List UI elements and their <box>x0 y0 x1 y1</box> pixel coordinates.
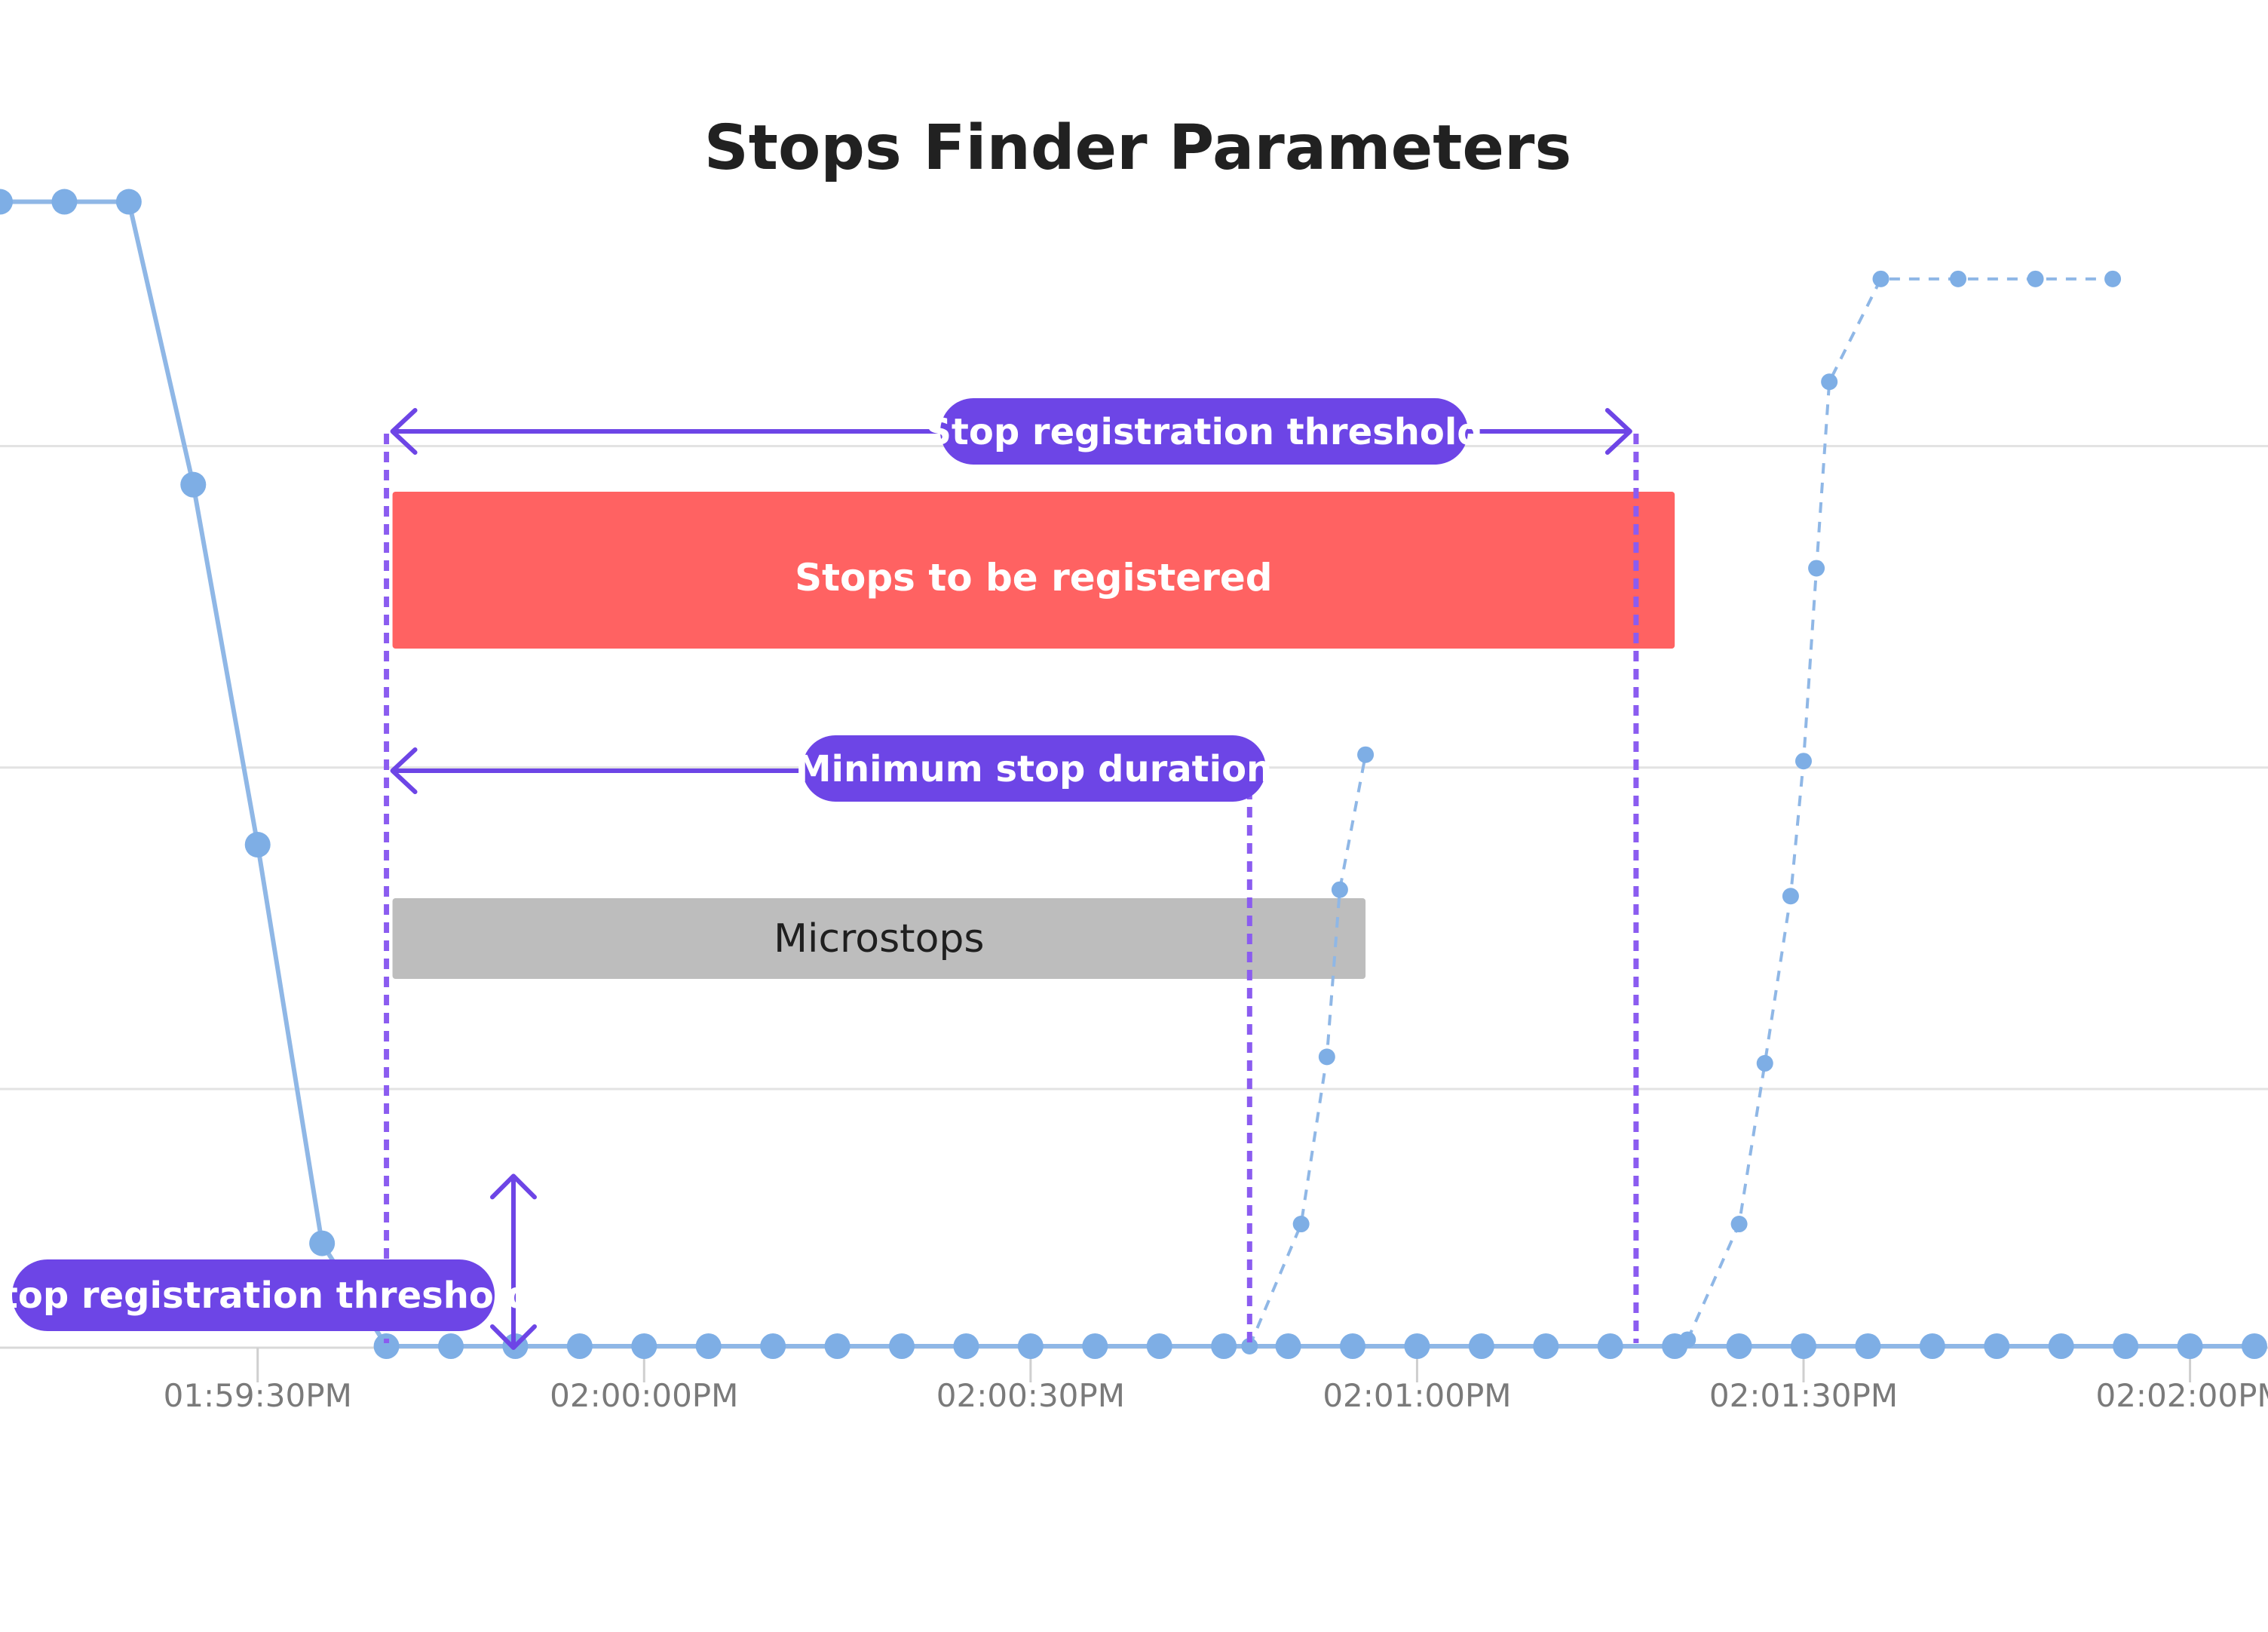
data-point <box>1782 888 1799 905</box>
data-point <box>1679 1331 1696 1348</box>
data-point <box>2027 270 2044 287</box>
data-point <box>115 189 142 215</box>
series-line-2 <box>1248 754 1368 1347</box>
data-point <box>1211 1333 1237 1359</box>
data-point <box>2242 1333 2267 1359</box>
data-point <box>373 1333 400 1359</box>
data-point <box>2113 1333 2139 1359</box>
minimum-stop-arrow-head-left <box>390 747 418 794</box>
data-point <box>1340 1333 1365 1359</box>
minimum-stop-label: Minimum stop duration <box>795 748 1272 790</box>
data-point <box>1726 1333 1752 1359</box>
x-axis: 01:59:30PM 02:00:00PM 02:00:30PM 02:01:00PM… <box>0 1346 2268 1414</box>
stop-threshold-label: Stop registration threshold <box>925 411 1482 453</box>
data-point <box>309 1230 336 1256</box>
data-point <box>1950 270 1967 287</box>
data-point <box>1756 1054 1773 1072</box>
data-point <box>1791 1333 1816 1359</box>
level-threshold-pill <box>12 1259 495 1331</box>
data-point <box>1795 753 1812 770</box>
x-tick-label: 02:01:30PM <box>1709 1377 1898 1414</box>
data-point <box>953 1333 979 1359</box>
chart-title: Stops Finder Parameters <box>704 112 1572 184</box>
data-point <box>180 471 207 498</box>
stops-band-label: Stops to be registered <box>795 556 1272 600</box>
data-point <box>1082 1333 1108 1359</box>
stop-threshold-annotation: Stop registration threshold <box>925 398 1483 465</box>
data-point <box>1468 1333 1494 1359</box>
data-point <box>1808 560 1825 577</box>
data-point <box>0 189 13 215</box>
data-point <box>2177 1333 2203 1359</box>
x-tick-label: 02:00:30PM <box>936 1377 1125 1414</box>
data-point <box>438 1333 464 1359</box>
data-point <box>1872 270 1889 287</box>
data-point <box>1730 1216 1748 1233</box>
microstops-band-label: Microstops <box>774 916 984 962</box>
data-point <box>1292 1216 1310 1233</box>
data-point <box>695 1333 722 1359</box>
series-line-3 <box>1686 277 2113 1341</box>
data-point <box>1017 1333 1044 1359</box>
data-point <box>1404 1333 1430 1359</box>
data-point <box>1919 1333 1945 1359</box>
data-point <box>1597 1333 1623 1359</box>
data-point <box>2048 1333 2074 1359</box>
data-point <box>1146 1333 1172 1359</box>
stops-band: Stops to be registered <box>392 492 1675 649</box>
x-tick-label: 02:02:00PM <box>2095 1377 2268 1414</box>
data-point <box>1855 1333 1881 1359</box>
data-point <box>1533 1333 1559 1359</box>
data-point <box>51 189 78 215</box>
level-threshold-annotation: Stop registration threshold <box>0 1259 532 1331</box>
data-point <box>1821 373 1838 391</box>
minimum-stop-annotation: Minimum stop duration <box>795 735 1272 802</box>
data-point <box>244 832 271 858</box>
data-point <box>2104 270 2122 287</box>
level-threshold-label: Stop registration threshold <box>0 1275 532 1317</box>
minimum-stop-pill <box>802 735 1266 802</box>
microstops-band-rect <box>392 898 1366 979</box>
stop-threshold-arrow-head-right <box>1604 408 1632 455</box>
x-tick-label: 02:00:00PM <box>550 1377 738 1414</box>
level-threshold-arrow-head-up <box>490 1173 537 1200</box>
data-point <box>1357 746 1375 763</box>
data-point <box>1984 1333 2010 1359</box>
data-point <box>1275 1333 1301 1359</box>
data-point <box>889 1333 915 1359</box>
data-point <box>824 1333 851 1359</box>
level-threshold-arrow-head-down <box>490 1324 537 1350</box>
x-tick-label: 01:59:30PM <box>164 1377 352 1414</box>
data-point <box>1331 881 1348 898</box>
data-point <box>760 1333 786 1359</box>
stop-threshold-pill <box>940 398 1468 465</box>
stop-threshold-arrow-head-left <box>390 408 418 455</box>
data-point <box>631 1333 657 1359</box>
x-tick-label: 02:01:00PM <box>1322 1377 1511 1414</box>
microstops-band: Microstops <box>392 898 1366 979</box>
data-point <box>1241 1338 1258 1354</box>
data-point <box>566 1333 593 1359</box>
stops-band-rect <box>392 492 1675 649</box>
data-point <box>1318 1048 1335 1066</box>
